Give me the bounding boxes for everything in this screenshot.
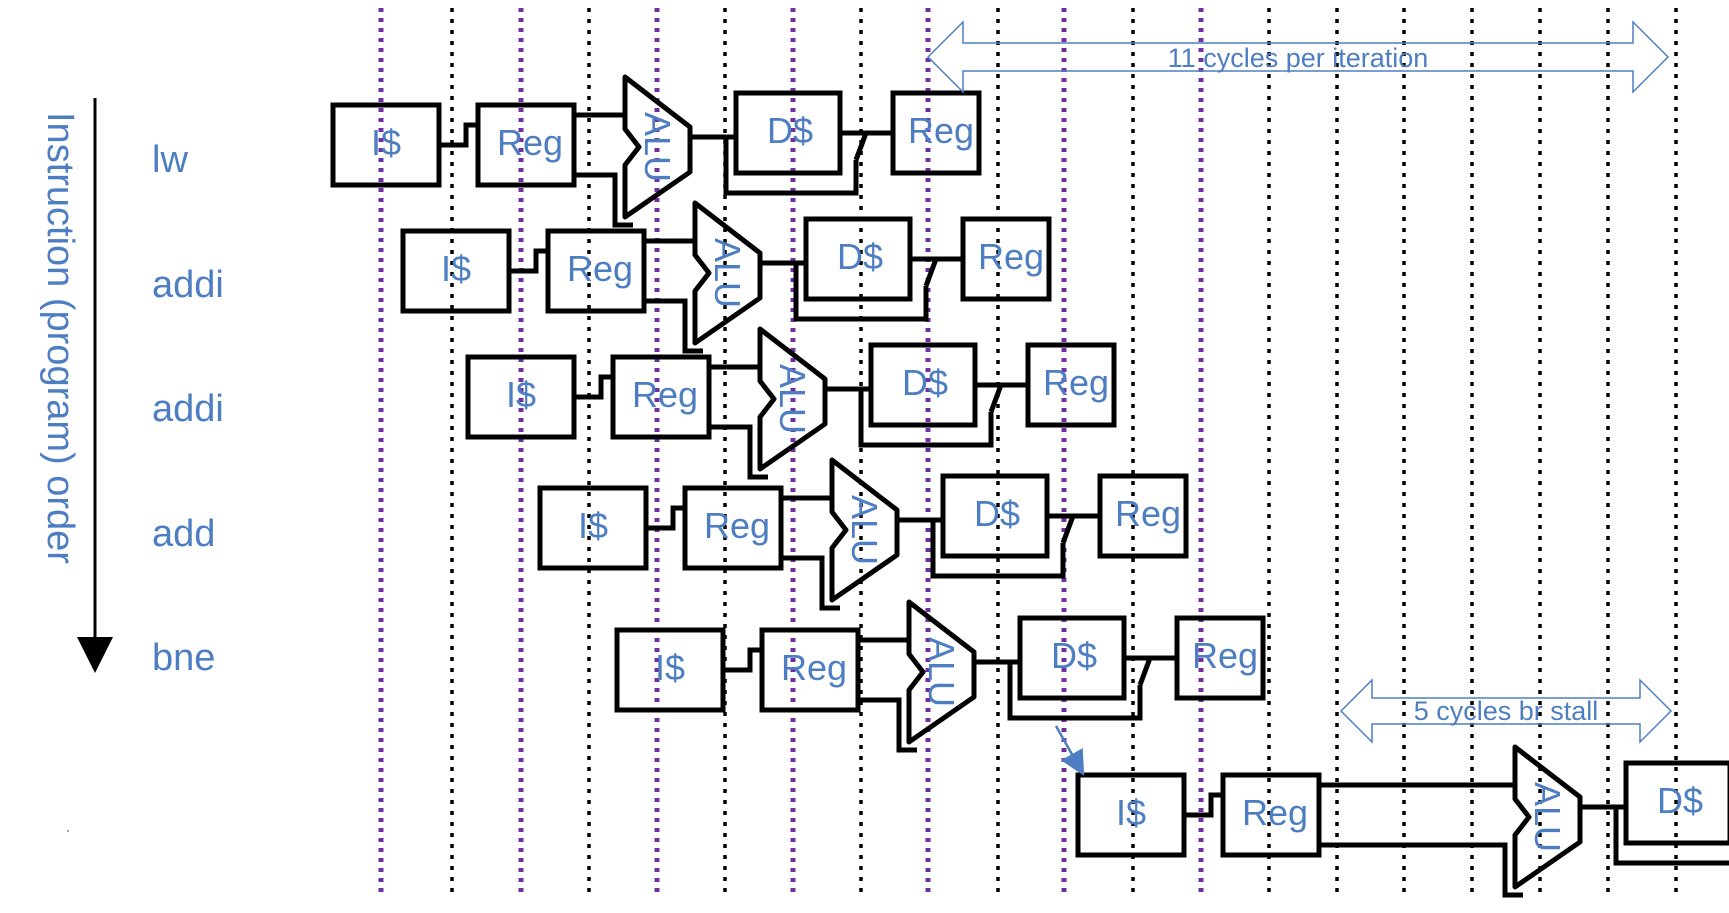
program-order-axis: Instruction (program) order [39,98,113,673]
connector [574,172,633,228]
connector [1184,792,1223,818]
register-write-box [960,216,1052,302]
connector [988,384,1004,413]
dcache-box [1623,760,1729,846]
iteration-double-arrow [926,20,1670,94]
register-read-label: Reg [497,122,563,163]
register-write-box [1174,615,1266,701]
register-read-label: Reg [567,248,633,289]
alu-label: ALU [1527,782,1568,852]
stray-dot [67,830,69,832]
connector [825,386,994,448]
instruction-label-addi-1: addi [152,264,224,306]
connector [1060,515,1076,544]
pipeline-row-addi-2: I$ Reg ALU D$ Reg [465,326,1117,480]
dcache-label: D$ [974,493,1020,534]
connector [858,697,917,753]
dcache-label: D$ [1051,635,1097,676]
connector [1580,804,1729,866]
connector [439,122,478,148]
connector [723,647,762,673]
pipeline-row-lw: I$ Reg ALU D$ Reg [330,74,982,228]
connector [853,132,869,161]
axis-label: Instruction (program) order [39,112,81,564]
connector [574,374,613,400]
dcache-label: D$ [767,110,813,151]
register-write-label: Reg [908,110,974,151]
alu-label: ALU [921,637,962,707]
register-read-box [682,485,784,571]
register-read-box [610,354,712,440]
instruction-label-lw: lw [152,139,188,181]
register-write-label: Reg [1115,493,1181,534]
register-write-box [890,90,982,176]
icache-label: I$ [441,248,471,289]
icache-label: I$ [371,122,401,163]
register-write-label: Reg [1043,362,1109,403]
register-read-label: Reg [704,505,770,546]
pipeline-row-bne: I$ Reg ALU D$ Reg [614,599,1266,753]
register-write-label: Reg [1192,635,1258,676]
alu-label: ALU [772,364,813,434]
cycle-gridlines [378,8,1678,895]
icache-label: I$ [1116,792,1146,833]
stall-double-arrow [1339,678,1673,744]
register-read-box [1220,772,1322,858]
iteration-annotation: 11 cycles per iteration [926,20,1670,94]
register-read-label: Reg [1242,792,1308,833]
connector [709,424,768,480]
register-read-box [545,228,647,314]
icache-label: I$ [506,374,536,415]
instruction-label-add: add [152,513,215,555]
connector [690,134,859,196]
instruction-label-addi-2: addi [152,388,224,430]
connector [644,298,703,354]
connector [1137,657,1153,686]
icache-label: I$ [655,647,685,688]
pipeline-row-addi-1: I$ Reg ALU D$ Reg [400,200,1052,354]
register-read-box [475,102,577,188]
branch-redirect-arrow [1054,725,1085,776]
stall-annotation: 5 cycles br stall [1339,678,1673,744]
register-read-label: Reg [781,647,847,688]
alu-label: ALU [637,112,678,182]
register-read-label: Reg [632,374,698,415]
register-read-box [759,627,861,713]
instruction-labels: lw addi addi add bne [152,139,224,679]
instruction-label-bne: bne [152,637,215,679]
iteration-label: 11 cycles per iteration [1168,43,1429,73]
dcache-label: D$ [1657,780,1703,821]
connector [974,659,1143,721]
connector [509,248,548,274]
connector [923,258,939,287]
alu-label: ALU [707,238,748,308]
connector [781,555,840,611]
dcache-label: D$ [837,236,883,277]
register-write-box [1097,473,1189,559]
connector [1319,842,1523,898]
pipeline-row-add: I$ Reg ALU D$ Reg [537,457,1189,611]
register-write-label: Reg [978,236,1044,277]
icache-label: I$ [578,505,608,546]
register-write-box [1025,342,1117,428]
dcache-label: D$ [902,362,948,403]
connector [760,260,929,322]
connector [646,505,685,531]
stall-label: 5 cycles br stall [1414,696,1599,726]
alu-label: ALU [844,495,885,565]
connector [897,517,1066,579]
